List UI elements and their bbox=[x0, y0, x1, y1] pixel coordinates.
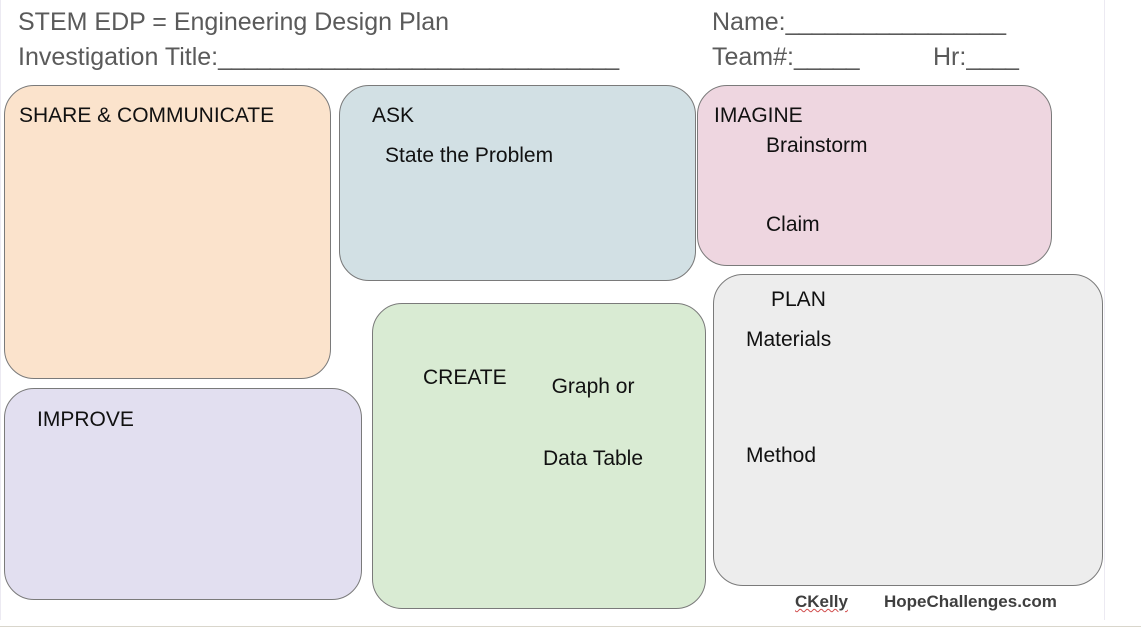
hour-blank[interactable]: ____ bbox=[966, 43, 1019, 71]
graph-or-data-table-label: Graph or Data Table bbox=[543, 327, 643, 519]
create-label: CREATE bbox=[423, 366, 507, 389]
graph-or-data-table-line1: Graph or bbox=[551, 375, 635, 398]
hour-field[interactable]: Hr:____ bbox=[933, 43, 1019, 71]
team-field[interactable]: Team#:_____ bbox=[712, 43, 860, 71]
improve-box[interactable]: IMPROVE bbox=[4, 388, 362, 600]
investigation-title-label: Investigation Title: bbox=[18, 43, 219, 71]
page-title: STEM EDP = Engineering Design Plan bbox=[18, 8, 450, 36]
state-the-problem-label: State the Problem bbox=[385, 144, 554, 167]
page-right-edge bbox=[1104, 0, 1105, 620]
name-blank[interactable]: _________________ bbox=[785, 8, 1006, 36]
plan-label: PLAN bbox=[771, 288, 826, 311]
share-and-communicate-box[interactable]: SHARE & COMMUNICATE bbox=[4, 85, 331, 379]
page-bottom-margin bbox=[0, 627, 1141, 638]
investigation-title-blank[interactable]: _______________________________ bbox=[218, 43, 619, 71]
website-credit[interactable]: HopeChallenges.com bbox=[884, 592, 1057, 611]
page-left-edge bbox=[0, 0, 1, 620]
hour-label: Hr: bbox=[933, 43, 967, 71]
author-credit: CKelly bbox=[795, 592, 848, 611]
team-blank[interactable]: _____ bbox=[793, 43, 860, 71]
team-label: Team#: bbox=[712, 43, 794, 71]
name-field[interactable]: Name:_________________ bbox=[712, 8, 1006, 36]
name-label: Name: bbox=[712, 8, 786, 36]
materials-label: Materials bbox=[746, 328, 832, 351]
share-and-communicate-label: SHARE & COMMUNICATE bbox=[19, 104, 275, 127]
graph-or-data-table-line2: Data Table bbox=[543, 447, 644, 470]
imagine-label: IMAGINE bbox=[714, 104, 803, 127]
claim-label: Claim bbox=[766, 213, 820, 236]
brainstorm-label: Brainstorm bbox=[766, 134, 868, 157]
investigation-title-field[interactable]: Investigation Title:____________________… bbox=[18, 43, 619, 71]
imagine-box[interactable]: IMAGINE Brainstorm Claim bbox=[697, 85, 1052, 266]
improve-label: IMPROVE bbox=[37, 408, 134, 431]
ask-label: ASK bbox=[372, 104, 415, 127]
page-bottom-divider bbox=[0, 626, 1141, 627]
ask-box[interactable]: ASK State the Problem bbox=[339, 85, 696, 281]
create-box[interactable]: CREATE Graph or Data Table bbox=[372, 303, 706, 609]
method-label: Method bbox=[746, 444, 817, 467]
plan-box[interactable]: PLAN Materials Method bbox=[713, 274, 1103, 586]
